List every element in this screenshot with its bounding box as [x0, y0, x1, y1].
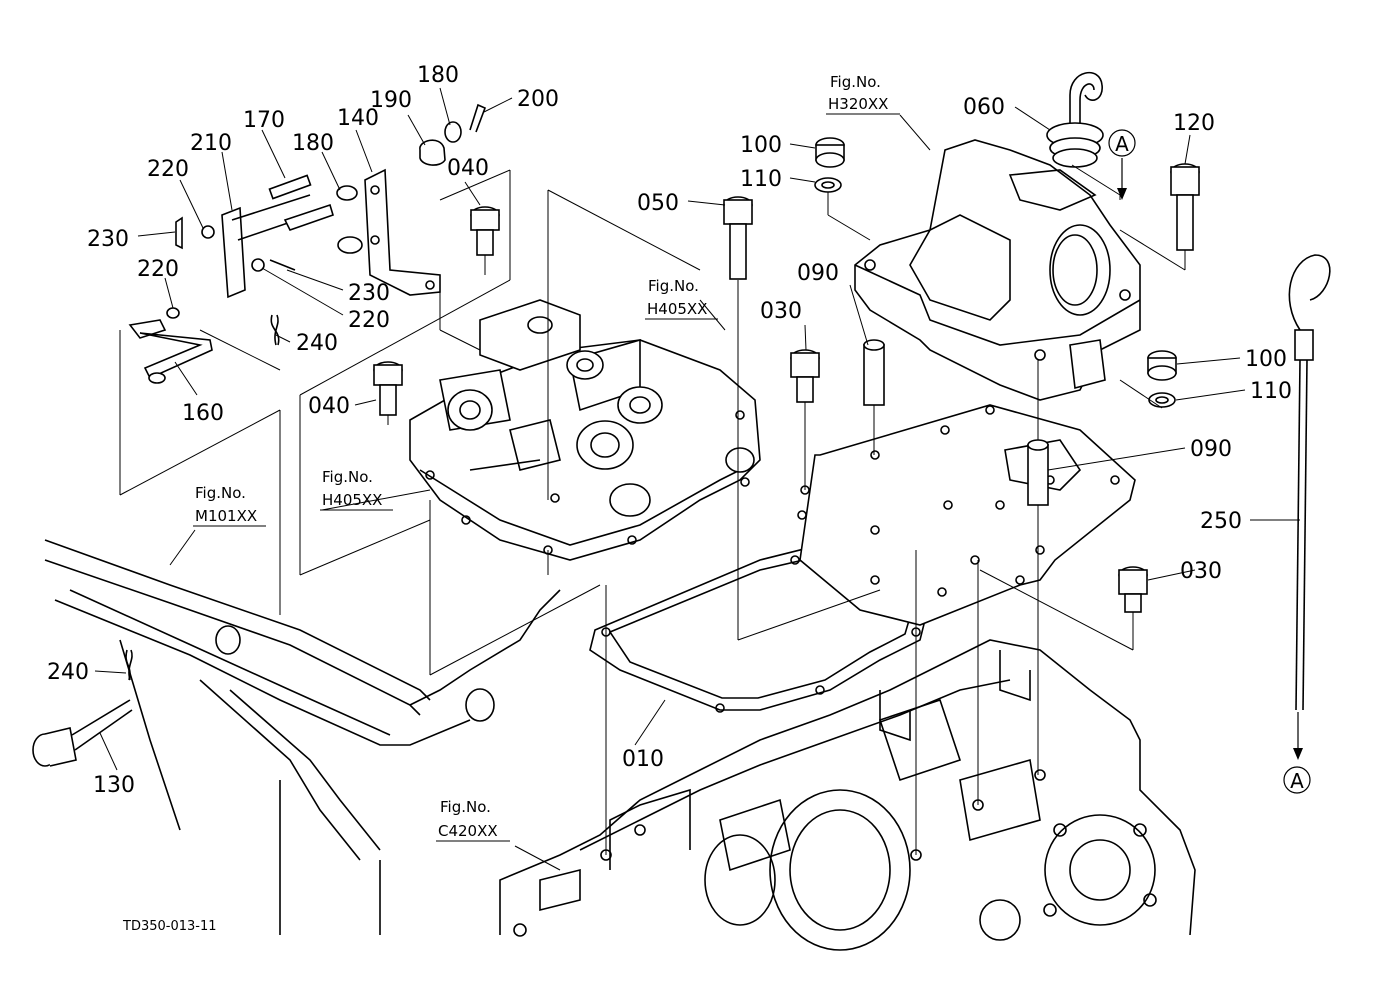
callout-040-left: 040: [308, 394, 350, 419]
callout-100-top: 100: [740, 133, 782, 158]
callout-060: 060: [963, 95, 1005, 120]
callout-210: 210: [190, 131, 232, 156]
callout-240-top: 240: [296, 331, 338, 356]
callout-230-right: 230: [348, 281, 390, 306]
control-valve-drawing: [409, 299, 761, 561]
callout-030-right: 030: [1180, 559, 1222, 584]
svg-text:H405XX: H405XX: [647, 300, 707, 318]
callout-labels: 180 190 200 170 140 210 180 220 040 230 …: [47, 63, 1292, 798]
transmission-case-drawing: [499, 639, 1196, 951]
drawing-code: TD350-013-11: [122, 919, 217, 934]
linkage-drawing: [128, 103, 487, 384]
svg-text:C420XX: C420XX: [438, 822, 498, 840]
figure-ref-m101: Fig.No. M101XX: [193, 484, 266, 527]
filler-cap-drawing: [1046, 71, 1104, 168]
figure-ref-h405-top: Fig.No. H405XX: [645, 277, 718, 320]
reference-mark-top: A: [1115, 132, 1129, 156]
svg-text:Fig.No.: Fig.No.: [648, 277, 699, 295]
upper-housing-drawing: [854, 139, 1141, 401]
figure-ref-c420: Fig.No. C420XX: [436, 798, 510, 842]
callout-140: 140: [337, 106, 379, 131]
callout-220-top: 220: [147, 157, 189, 182]
figure-ref-h405-left: Fig.No. H405XX: [320, 468, 393, 511]
callout-180-mid: 180: [292, 131, 334, 156]
svg-text:Fig.No.: Fig.No.: [195, 484, 246, 502]
cover-plate-drawing: [790, 404, 1136, 626]
callout-100-right: 100: [1245, 347, 1287, 372]
callout-170: 170: [243, 108, 285, 133]
callout-120: 120: [1173, 111, 1215, 136]
callout-230-left: 230: [87, 227, 129, 252]
reference-arrow-top: [1117, 158, 1127, 200]
svg-text:H320XX: H320XX: [828, 95, 888, 113]
callout-050: 050: [637, 191, 679, 216]
dipstick-drawing: [1288, 254, 1331, 760]
callout-200: 200: [517, 87, 559, 112]
callout-010: 010: [622, 747, 664, 772]
callout-130: 130: [93, 773, 135, 798]
svg-text:Fig.No.: Fig.No.: [440, 798, 491, 816]
callout-240-bottom: 240: [47, 660, 89, 685]
callout-090-right: 090: [1190, 437, 1232, 462]
callout-190: 190: [370, 88, 412, 113]
svg-text:M101XX: M101XX: [195, 507, 257, 525]
leader-lines: [94, 87, 1246, 871]
callout-030-mid: 030: [760, 299, 802, 324]
svg-text:H405XX: H405XX: [322, 491, 382, 509]
svg-text:Fig.No.: Fig.No.: [322, 468, 373, 486]
figure-ref-h320: Fig.No. H320XX: [826, 73, 900, 115]
svg-text:Fig.No.: Fig.No.: [830, 73, 881, 91]
callout-180-top: 180: [417, 63, 459, 88]
callout-220-right: 220: [348, 308, 390, 333]
callout-040-top: 040: [447, 156, 489, 181]
reference-marks: A A: [1108, 129, 1311, 794]
callout-160: 160: [182, 401, 224, 426]
callout-250: 250: [1200, 509, 1242, 534]
callout-090-top: 090: [797, 261, 839, 286]
callout-110-right: 110: [1250, 379, 1292, 404]
fastener-drawings: [373, 137, 1200, 613]
callout-220-mid: 220: [137, 257, 179, 282]
callout-110-top: 110: [740, 167, 782, 192]
reference-mark-bottom: A: [1290, 769, 1304, 793]
assembly-lines: [119, 164, 1300, 855]
fender-drawing: [44, 539, 561, 935]
